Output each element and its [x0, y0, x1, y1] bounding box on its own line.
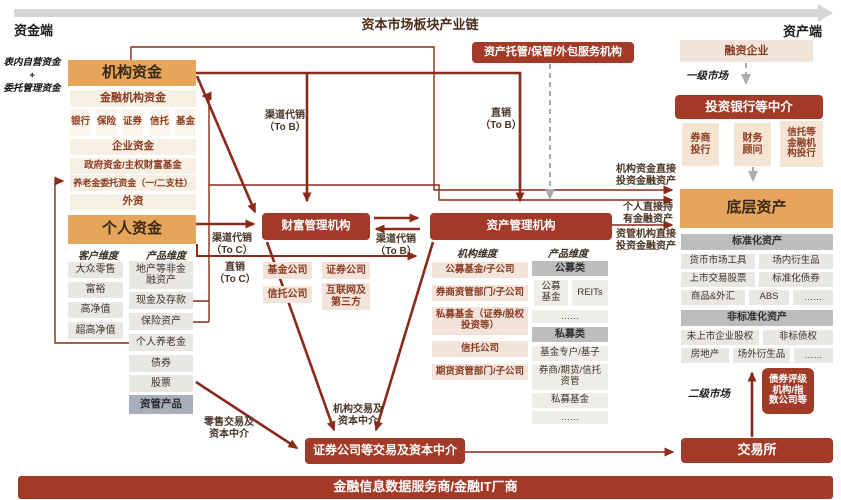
primary-market-label: 一级市场 — [686, 70, 728, 82]
insurance-assets-box: 保险资产 — [129, 313, 193, 330]
pension-entrusted-funds-box: 养老金委托资金（一/二支柱） — [70, 175, 196, 191]
arrow-inst-direct-invest — [130, 46, 674, 195]
private-fund-box: 私募基金（证券/股权 投资等） — [432, 307, 528, 335]
fund-company-box: 基金公司 — [263, 262, 312, 279]
broker-trading-box: 证券公司等交易及资本中介 — [305, 438, 465, 464]
fund-special-account-box: 基金专户/基子 — [532, 346, 608, 361]
institution-dimension-label: 机构维度 — [457, 249, 497, 260]
futures-am-dept-box: 期货资管部门/子公司 — [432, 364, 528, 380]
amp-products-box: 资管产品 — [129, 395, 193, 414]
public-ellipsis-box: …… — [532, 310, 608, 323]
band-arrowhead-icon — [818, 4, 833, 22]
type-bank-box: 银行 — [70, 109, 91, 136]
product-dimension-label: 产品维度 — [146, 251, 186, 262]
wealth-management-box: 财富管理机构 — [262, 213, 370, 240]
arrow-inst-direct-sale-tob — [196, 71, 525, 203]
unlisted-equity-box: 未上市企业股权 — [681, 330, 759, 345]
exchange-derivatives-box: 场内衍生品 — [759, 254, 833, 269]
inst-trading-label: 机构交易及 资本中介 — [333, 404, 383, 427]
internet-thirdparty-box: 互联网及 第三方 — [322, 283, 370, 310]
trust-fin-inst-ib-box: 信托等 金融机 构投行 — [780, 121, 823, 167]
private-class-header: 私募类 — [532, 327, 608, 342]
private-ellipsis-box: …… — [532, 411, 608, 424]
channel-tob-mid-label: 渠道代销 （To B） — [375, 234, 417, 257]
balance-sheet-note: 表内自营资金 + 委托管理资金 — [3, 57, 61, 94]
arrow-personal-direct-hold — [209, 184, 674, 205]
std-ellipsis-box: …… — [793, 290, 833, 305]
type-fund-box: 基金 — [175, 109, 196, 136]
personal-pension-box: 个人养老金 — [129, 334, 193, 351]
broker-am-dept-box: 券商资管部门/子公司 — [432, 285, 528, 301]
retail-trading-label: 零售交易及 资本中介 — [204, 417, 254, 440]
money-market-box: 货币市场工具 — [681, 254, 755, 269]
reits-item-box: REITs — [572, 280, 608, 306]
investment-bank-box: 投资银行等中介 — [675, 95, 823, 119]
standardized-assets-header: 标准化资产 — [681, 234, 833, 250]
financial-advisor-box: 财务 顾问 — [734, 123, 771, 166]
page-title: 资本市场板块产业链 — [361, 17, 479, 32]
am-product-dimension-label: 产品维度 — [548, 249, 588, 260]
bonds-box: 债券 — [129, 355, 193, 372]
public-fund-item-box: 公募 基金 — [534, 280, 568, 306]
broker-ib-box: 券商 投行 — [682, 123, 719, 166]
nonstd-debt-box: 非标债权 — [763, 330, 833, 345]
government-funds-box: 政府资金/主权财富基金 — [70, 158, 196, 174]
arrow-stocks-to-broker — [195, 380, 299, 450]
financial-institution-funds-box: 金融机构资金 — [70, 90, 196, 107]
capital-to-asset-band — [14, 9, 818, 17]
arrow-am-to-broker — [374, 241, 435, 432]
real-estate-assets-box: 地产等非金 融资产 — [129, 261, 193, 289]
otc-derivatives-box: 场外衍生品 — [733, 348, 790, 363]
channel-tob-left-label: 渠道代销 （To B） — [264, 110, 306, 133]
real-estate-box: 房地产 — [681, 348, 729, 363]
financing-enterprise-box: 融资企业 — [680, 40, 813, 62]
mass-retail-box: 大众零售 — [68, 262, 123, 278]
listed-stocks-box: 上市交易股票 — [681, 272, 755, 287]
commodities-fx-box: 商品&外汇 — [681, 290, 745, 305]
corporate-funds-box: 企业资金 — [70, 139, 196, 155]
secondary-market-label: 二级市场 — [688, 388, 730, 400]
fintech-vendors-bar: 金融信息数据服务商/金融IT厂商 — [18, 476, 833, 499]
customer-dimension-label: 客户维度 — [78, 251, 118, 262]
personal-funds-box: 个人资金 — [68, 215, 196, 244]
nonstandardized-assets-header: 非标准化资产 — [681, 310, 833, 326]
arrow-personal-direct-toc — [196, 244, 418, 261]
arrow-personal-pension-to-entrusted — [54, 176, 130, 344]
affluent-box: 富裕 — [68, 282, 123, 298]
type-insurance-box: 保险 — [96, 109, 117, 136]
trust-company-box: 信托公司 — [263, 286, 312, 303]
underlying-assets-box: 底层资产 — [680, 189, 833, 228]
trust-company-am-box: 信托公司 — [432, 341, 528, 357]
type-securities-box: 证券 — [122, 109, 143, 136]
standardized-bonds-box: 标准化债券 — [759, 272, 833, 287]
abs-box: ABS — [749, 290, 789, 305]
broker-futures-trust-am-box: 券商/期货/信托 资管 — [532, 364, 608, 390]
stocks-box: 股票 — [129, 375, 193, 392]
uhnw-box: 超高净值 — [68, 322, 123, 339]
public-class-header: 公募类 — [532, 261, 608, 276]
foreign-capital-box: 外资 — [70, 194, 196, 210]
type-trust-box: 信托 — [149, 109, 170, 136]
asset-management-box: 资产管理机构 — [430, 213, 612, 240]
bond-rating-index-box: 债券评级 机构/指 数公司等 — [762, 368, 814, 414]
inst-direct-invest-label: 机构资金直接 投资金融资产 — [616, 164, 676, 187]
arrow-inst-to-wealth — [195, 75, 257, 214]
custody-outsourcing-box: 资产托管/保管/外包服务机构 — [472, 42, 634, 63]
institutional-funds-box: 机构资金 — [68, 60, 196, 86]
exchange-box: 交易所 — [681, 438, 833, 463]
channel-toc-label: 渠道代销 （To C） — [211, 233, 253, 256]
hnw-box: 高净值 — [68, 302, 123, 318]
private-fund-item-box: 私募基金 — [532, 393, 608, 408]
am-direct-invest-label: 资管机构直接 投资金融资产 — [616, 229, 676, 252]
direct-tob-label: 直销 （To B） — [480, 108, 522, 131]
direct-toc-label: 直销 （To C） — [214, 262, 256, 285]
public-fund-subsidiary-box: 公募基金/子公司 — [432, 262, 528, 278]
personal-direct-hold-label: 个人直接持 有金融资产 — [623, 202, 673, 225]
securities-company-box: 证券公司 — [322, 262, 370, 279]
nonstd-ellipsis-box: …… — [794, 348, 833, 363]
asset-side-label: 资产端 — [783, 24, 823, 39]
capital-side-label: 资金端 — [14, 23, 54, 38]
cash-deposits-box: 现金及存款 — [129, 292, 193, 309]
